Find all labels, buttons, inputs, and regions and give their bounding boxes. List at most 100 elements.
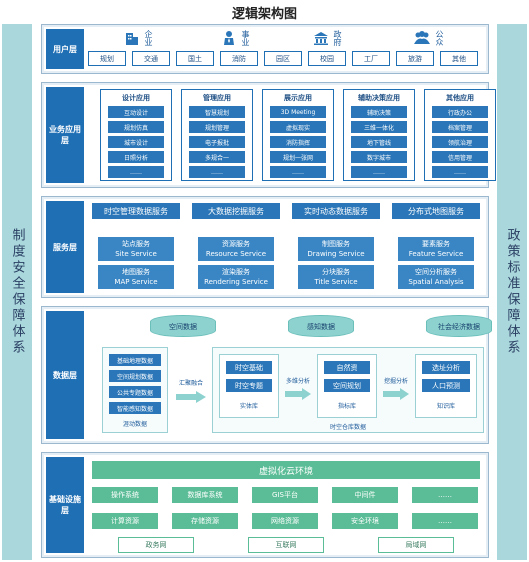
- business-item: ……: [270, 166, 326, 178]
- service-box: 站点服务 Site Service: [98, 237, 174, 261]
- business-column-title: 辅助决策应用: [358, 94, 400, 102]
- service-box-en: Site Service: [115, 250, 157, 258]
- service-box-en: Title Service: [314, 278, 358, 286]
- business-column-title: 管理应用: [203, 94, 231, 102]
- business-column-title: 展示应用: [284, 94, 312, 102]
- infra-item: 安全环境: [332, 513, 398, 529]
- diagram-title: 逻辑架构图: [231, 7, 297, 22]
- data-layer: 数据层 空间数据 感知数据 社会经济数据 基础地理数据 空间规划数据 公共专题数…: [41, 306, 492, 444]
- knowledge-item: 选址分析: [422, 361, 470, 374]
- service-box-en: Drawing Service: [307, 250, 365, 258]
- business-item: 3D Meeting: [270, 106, 326, 118]
- user-category-label: 政府: [333, 30, 342, 46]
- right-side-bar: 政策标准保障体系: [497, 24, 527, 560]
- multidim-arrow-icon: [285, 388, 311, 400]
- business-item: 城市设计: [108, 136, 164, 148]
- business-column-management: 管理应用 智慧规划 规划管理 电子报批 多规合一 ……: [181, 89, 253, 181]
- user-category-government: 政府: [313, 30, 342, 46]
- user-chip: 消防: [220, 51, 258, 66]
- infra-item: 计算资源: [92, 513, 158, 529]
- right-side-label: 政策标准保障体系: [504, 228, 520, 356]
- business-item: 规划一张网: [270, 151, 326, 163]
- user-category-row: 企业 事业 政府 公众: [88, 29, 484, 49]
- service-box: 制图服务 Drawing Service: [298, 237, 374, 261]
- mining-arrow-label: 挖掘分析: [383, 378, 408, 385]
- business-item: 辅助决策: [351, 106, 407, 118]
- business-item: 地下管线: [351, 136, 407, 148]
- infra-item: ……: [412, 487, 478, 503]
- data-cylinder: 社会经济数据: [426, 315, 492, 337]
- business-item: ……: [108, 166, 164, 178]
- infra-item: GIS平台: [252, 487, 318, 503]
- source-data-item: 空间规划数据: [109, 370, 161, 382]
- business-column-title: 其他应用: [446, 94, 474, 102]
- user-layer-body: 企业 事业 政府 公众 规划 交通 国土 消防 园区 校园 工厂 旅游: [88, 29, 484, 69]
- service-box-cn: 空间分析服务: [415, 268, 457, 276]
- business-item: 虚拟现实: [270, 121, 326, 133]
- service-box-cn: 站点服务: [122, 240, 150, 248]
- user-chip: 校园: [308, 51, 346, 66]
- infrastructure-layer: 基础设施层 虚拟化云环境 操作系统 数据库系统 GIS平台 中间件 …… 计算资…: [41, 452, 489, 558]
- source-data-item: 基础地理数据: [109, 354, 161, 366]
- infra-item: 网络资源: [252, 513, 318, 529]
- store-caption: 时空仓库数据: [329, 424, 366, 431]
- business-item: ……: [432, 166, 488, 178]
- user-chip: 旅游: [396, 51, 434, 66]
- service-header: 分布式地图服务: [392, 203, 480, 219]
- infrastructure-layer-body: 虚拟化云环境 操作系统 数据库系统 GIS平台 中间件 …… 计算资源 存储资源…: [88, 457, 484, 553]
- data-cylinder-label: 社会经济数据: [438, 323, 480, 331]
- service-header: 大数据挖掘服务: [192, 203, 280, 219]
- service-box-cn: 分块服务: [322, 268, 350, 276]
- service-box-en: Resource Service: [205, 250, 267, 258]
- knowledge-library: 选址分析 人口预测 知识库: [415, 354, 477, 418]
- business-item: 规划管理: [189, 121, 245, 133]
- building-icon: [126, 33, 138, 45]
- service-box-cn: 资源服务: [222, 240, 250, 248]
- infrastructure-layer-label: 基础设施层: [46, 457, 84, 553]
- user-category-label: 事业: [241, 30, 250, 46]
- indicator-item: 空间规划: [324, 379, 370, 392]
- user-category-label: 公众: [435, 30, 444, 46]
- indicator-item: 自然资: [324, 361, 370, 374]
- fusion-arrow-icon: [176, 391, 206, 403]
- mining-arrow-icon: [383, 388, 409, 400]
- indicator-caption: 指标库: [337, 403, 356, 410]
- business-item: 智慧规划: [189, 106, 245, 118]
- business-column-title: 设计应用: [122, 94, 150, 102]
- business-item: ……: [351, 166, 407, 178]
- entity-item: 时空专题: [226, 379, 272, 392]
- knowledge-caption: 知识库: [436, 403, 455, 410]
- data-cylinder: 感知数据: [288, 315, 354, 337]
- person-tie-icon: [224, 31, 234, 45]
- data-layer-body: 空间数据 感知数据 社会经济数据 基础地理数据 空间规划数据 公共专题数据 智能…: [88, 311, 492, 439]
- business-column-design: 设计应用 互动设计 规划仿真 城市设计 日照分析 ……: [100, 89, 172, 181]
- entity-caption: 实体库: [239, 403, 258, 410]
- knowledge-item: 人口预测: [422, 379, 470, 392]
- business-column-decision: 辅助决策应用 辅助决策 三维一体化 地下管线 数字城市 ……: [343, 89, 415, 181]
- service-box: 空间分析服务 Spatial Analysis: [398, 265, 474, 289]
- business-item: 电子报批: [189, 136, 245, 148]
- business-item: 数字城市: [351, 151, 407, 163]
- infra-item: 存储资源: [172, 513, 238, 529]
- service-box-cn: 制图服务: [322, 240, 350, 248]
- user-category-label: 企业: [144, 30, 153, 46]
- service-box: 资源服务 Resource Service: [198, 237, 274, 261]
- source-data-caption: 涯动数据: [122, 421, 147, 428]
- business-item: 行政办公: [432, 106, 488, 118]
- fusion-arrow-label: 汇聚融合: [178, 380, 203, 387]
- entity-library: 时空基础 时空专题 实体库: [219, 354, 279, 418]
- network-item: 局域网: [378, 537, 454, 553]
- user-category-enterprise: 企业: [124, 30, 153, 46]
- business-layer: 业务应用层 设计应用 互动设计 规划仿真 城市设计 日照分析 …… 管理应用 智…: [41, 82, 496, 188]
- infra-item: ……: [412, 513, 478, 529]
- multidim-arrow-label: 多维分析: [285, 378, 310, 385]
- user-layer-label: 用户层: [46, 29, 84, 69]
- user-chip: 园区: [264, 51, 302, 66]
- business-item: 多规合一: [189, 151, 245, 163]
- business-item: 三维一体化: [351, 121, 407, 133]
- service-box-en: Spatial Analysis: [408, 278, 464, 286]
- user-chip: 工厂: [352, 51, 390, 66]
- business-item: 信用管理: [432, 151, 488, 163]
